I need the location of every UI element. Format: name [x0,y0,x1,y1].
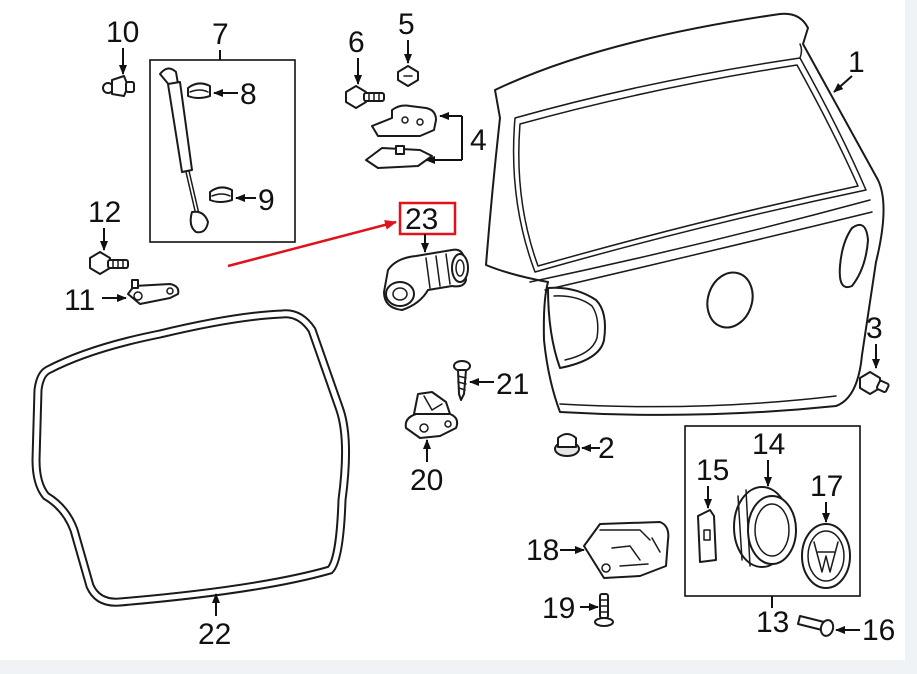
bracket-part-11: 11 [64,279,180,317]
highlight-pointer-arrow [227,219,397,268]
callout-12: 12 [88,196,121,229]
callout-15: 15 [696,454,729,487]
callout-19: 19 [542,592,575,625]
emblem-handle-part-13: 13 15 14 17 [684,425,861,639]
callout-13: 13 [756,606,789,639]
callout-4: 4 [470,124,487,157]
callout-14: 14 [752,428,785,461]
callout-7: 7 [212,18,229,51]
callout-11: 11 [64,284,95,317]
screw-part-21: 21 [453,360,529,401]
bumper-part-2: 2 [554,432,615,465]
bolt-part-19: 19 [542,592,614,627]
callout-17: 17 [810,470,843,503]
callout-8: 8 [240,78,257,111]
callout-9: 9 [258,184,275,217]
liftgate-part: 1 [485,12,885,416]
callout-16: 16 [862,614,895,647]
callout-10: 10 [106,16,139,49]
screw-part-16: 16 [797,614,895,647]
lift-support-part-7: 7 8 9 [149,18,296,243]
callout-20: 20 [410,464,443,497]
latch-part-18: 18 [526,521,670,579]
callout-21: 21 [496,368,529,401]
weatherstrip-part-22: 22 [31,309,351,651]
striker-part-20: 20 [404,391,459,497]
callout-22: 22 [198,618,231,651]
bolt-part-6: 6 [345,26,385,109]
callout-3: 3 [866,312,883,345]
callout-18: 18 [526,534,559,567]
nut-part-5: 5 [397,8,419,87]
callout-2: 2 [598,432,615,465]
grommet-part-23: 23 [227,201,469,311]
callout-23: 23 [405,203,438,236]
bolt-part-12: 12 [88,196,129,275]
callout-1: 1 [848,46,865,79]
callout-6: 6 [348,26,365,59]
highlight-box-23 [398,201,457,236]
ball-stud-part-10: 10 [102,16,139,97]
bolt-part-3: 3 [859,312,890,395]
hinge-part-4: 4 [365,104,487,169]
callout-5: 5 [398,8,415,41]
